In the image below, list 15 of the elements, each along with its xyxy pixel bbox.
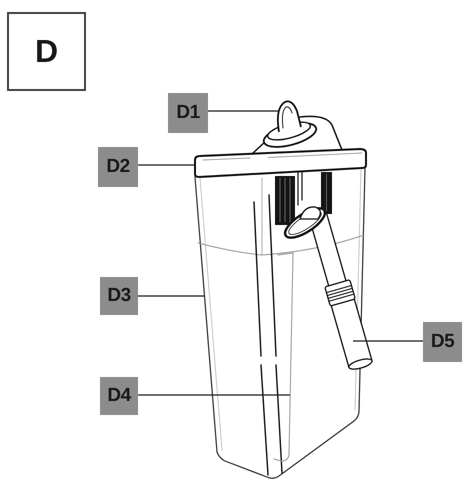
callout-label: D4	[100, 377, 138, 415]
lid	[194, 148, 367, 178]
callout-label: D3	[100, 277, 138, 315]
callout-label: D5	[423, 322, 462, 362]
leader-line	[138, 164, 194, 166]
leader-line	[353, 340, 423, 342]
container-body	[194, 167, 366, 479]
leader-line	[138, 394, 290, 396]
suction-tube	[284, 206, 373, 370]
inner-channel	[274, 252, 294, 462]
leader-line	[208, 110, 279, 112]
leader-line	[138, 295, 204, 297]
callout-label: D1	[168, 93, 208, 133]
figure-label: D	[7, 12, 86, 91]
callout-label: D2	[98, 147, 138, 187]
